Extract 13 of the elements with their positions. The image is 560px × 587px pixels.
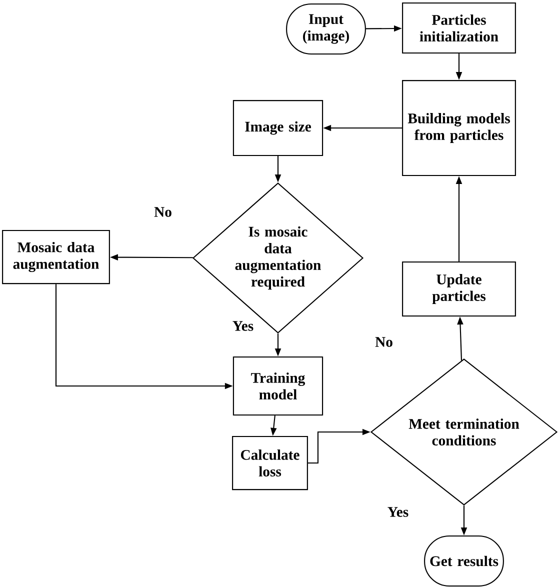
edge-label: No	[374, 336, 394, 348]
process-box: Calculate loss	[232, 436, 308, 490]
terminal-box: Get results	[424, 535, 504, 587]
terminal-box: Input (image)	[286, 3, 366, 55]
edge-label: Yes	[231, 320, 255, 332]
process-box: Particles initialization	[402, 2, 516, 54]
process-box: Training model	[232, 356, 324, 416]
process-box: Mosaic data augmentation	[2, 230, 110, 284]
edge-label: No	[152, 206, 174, 218]
process-box: Building models from particles	[402, 80, 516, 176]
edge-label: Yes	[386, 506, 410, 518]
process-box: Image size	[232, 100, 324, 156]
process-box: Update particles	[402, 261, 516, 317]
